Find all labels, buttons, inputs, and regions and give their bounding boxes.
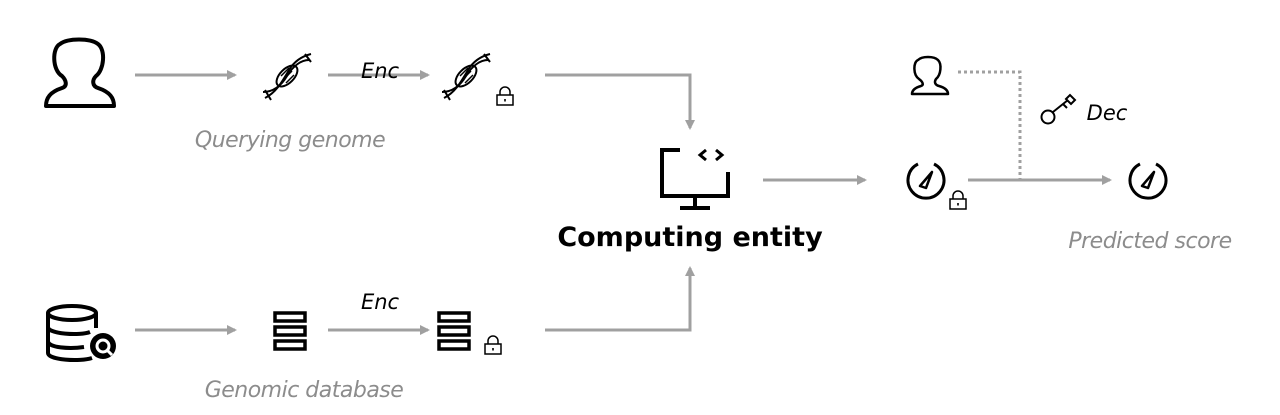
database-search-icon <box>46 304 116 363</box>
arrow-to-computing <box>545 266 695 332</box>
database-records-icon <box>273 311 307 351</box>
encrypted-score-icon <box>906 162 946 200</box>
monitor-code-icon <box>660 148 730 210</box>
key-holder-user-icon <box>910 55 950 96</box>
key-icon <box>1040 93 1077 125</box>
encrypted-dna-icon <box>441 53 491 101</box>
enc-label-top: Enc <box>360 59 400 83</box>
lock-icon <box>496 86 514 106</box>
key-dotted-line <box>958 70 1022 180</box>
genomic-database-caption: Genomic database <box>204 378 404 403</box>
user-icon <box>44 37 116 108</box>
dna-icon <box>262 53 312 101</box>
score-icon <box>1128 162 1168 200</box>
computing-entity-label: Computing entity <box>557 222 823 253</box>
arrow-to-computing <box>545 73 695 130</box>
encrypted-records-icon <box>437 311 471 351</box>
lock-icon <box>949 190 967 210</box>
lock-icon <box>484 335 502 355</box>
querying-genome-caption: Querying genome <box>194 128 386 153</box>
predicted-score-caption: Predicted score <box>1068 229 1232 254</box>
enc-label-bottom: Enc <box>360 290 400 314</box>
dec-label: Dec <box>1086 101 1128 125</box>
